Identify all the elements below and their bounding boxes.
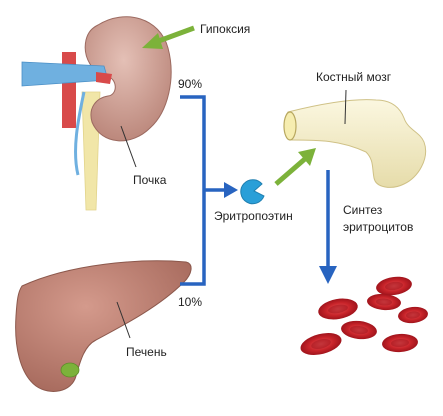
synthesis-label-line1: Синтез <box>343 203 383 217</box>
rbc <box>318 298 358 320</box>
rbc <box>341 320 377 340</box>
epo-arrow <box>274 148 316 186</box>
hypoxia-label: Гипоксия <box>200 22 250 36</box>
kidney-pointer <box>120 125 137 168</box>
hypoxia-arrow <box>142 25 195 49</box>
rbc <box>398 306 428 324</box>
kidney-percent: 90% <box>178 77 202 91</box>
liver-percent: 10% <box>178 295 202 309</box>
bone-marrow-label: Костный мозг <box>316 70 392 84</box>
liver-pointer <box>116 301 131 339</box>
gallbladder <box>60 362 80 378</box>
liver-group <box>15 260 192 392</box>
synthesis-label-line2: эритроцитов <box>343 220 413 234</box>
synthesis-arrow <box>319 170 337 284</box>
epo-molecule <box>240 179 265 205</box>
vein-tail <box>74 91 86 176</box>
source-bracket <box>180 95 238 286</box>
kidney-label: Почка <box>133 173 167 187</box>
liver-label: Печень <box>126 345 167 359</box>
bone-pointer <box>344 89 347 125</box>
artery-stub <box>96 72 112 84</box>
bone <box>284 99 426 188</box>
rbc <box>300 333 342 355</box>
liver-organ <box>15 260 192 392</box>
rbc <box>367 293 401 311</box>
renal-vein <box>21 61 109 87</box>
red-blood-cells <box>300 276 428 355</box>
rbc <box>382 333 418 353</box>
renal-artery <box>62 52 76 128</box>
bone-cross-section <box>283 111 297 141</box>
bone-group <box>283 99 426 188</box>
epo-label: Эритропоэтин <box>214 209 293 223</box>
rbc <box>376 276 412 296</box>
